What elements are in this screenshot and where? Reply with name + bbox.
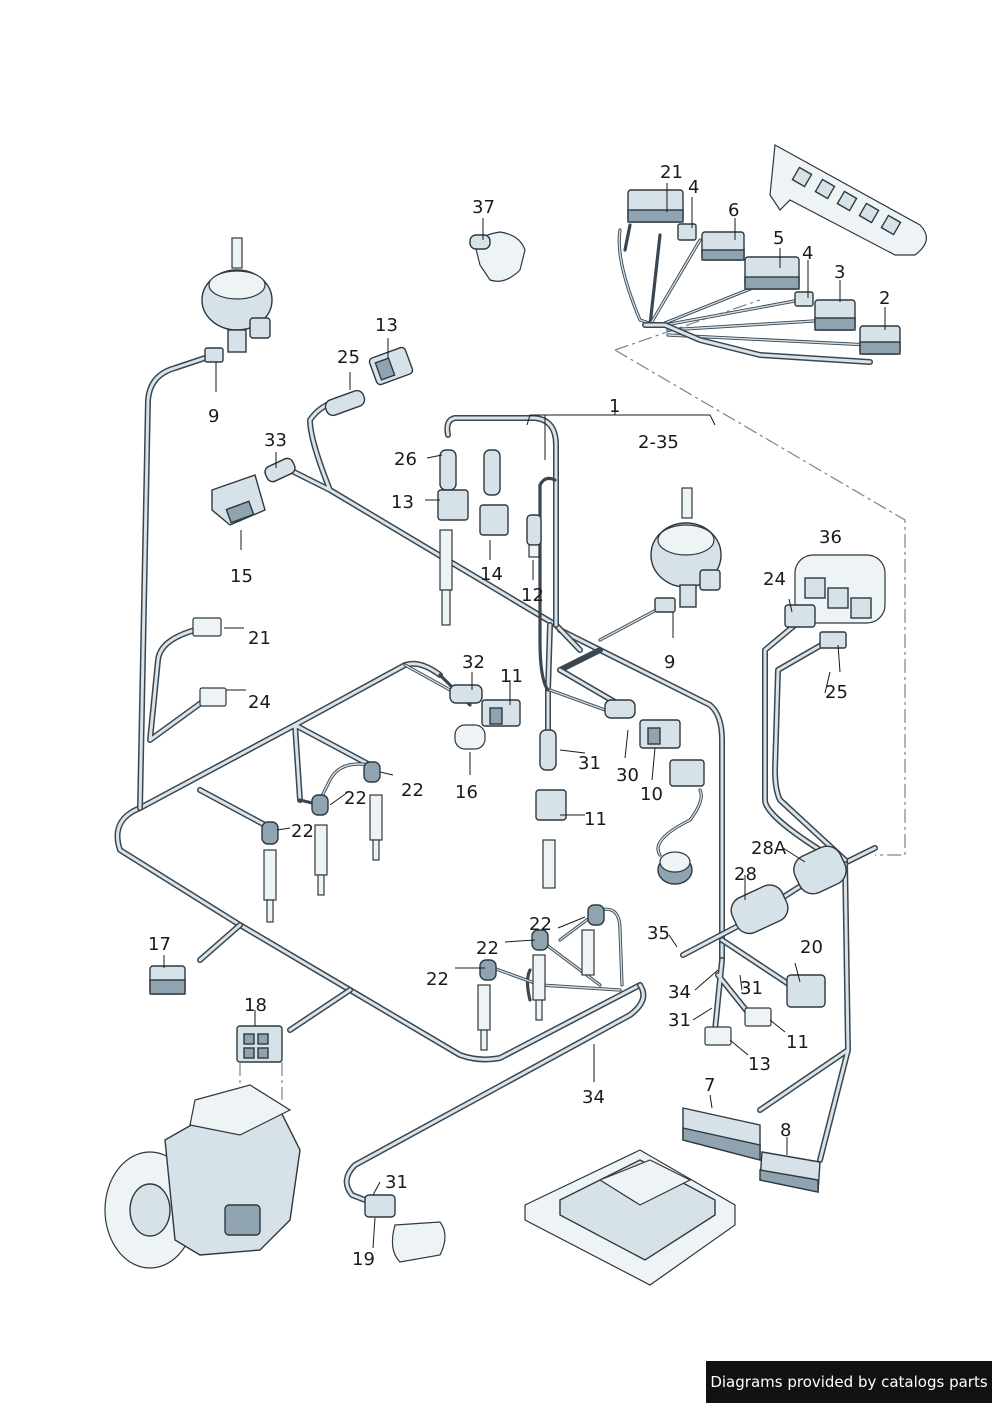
range-label: 2-35 <box>638 432 679 453</box>
callout-4b: 4 <box>802 243 813 264</box>
callout-5: 21 <box>660 162 683 183</box>
callout-17: 17 <box>148 934 171 955</box>
glow-plugs-lower <box>477 904 605 1051</box>
callout-labels: 21 4 6 5 4 3 2 37 9 13 25 33 15 1 2-35 2… <box>148 162 890 1270</box>
callout-16: 16 <box>455 782 478 803</box>
callout-32: 32 <box>462 652 485 673</box>
pressure-converter-right <box>650 487 722 613</box>
callout-3: 3 <box>834 262 845 283</box>
connector-group <box>627 144 927 355</box>
callout-13: 13 <box>375 315 398 336</box>
left-vertical-harness <box>137 355 208 811</box>
plugs-21-24 <box>192 617 227 707</box>
glow-plugs-left <box>261 761 383 923</box>
connector-36 <box>784 554 886 649</box>
callout-31c: 31 <box>668 1010 691 1031</box>
sensor-column-center <box>437 449 542 626</box>
sensor-19 <box>364 1194 446 1263</box>
connector-18 <box>236 1025 283 1100</box>
ecu-connectors <box>682 1107 821 1193</box>
callout-11b: 11 <box>584 809 607 830</box>
connector-20 <box>704 974 826 1046</box>
callout-8: 8 <box>780 1120 791 1141</box>
callout-12: 12 <box>521 585 544 606</box>
callout-24: 24 <box>248 692 271 713</box>
leader-lines <box>163 183 886 1249</box>
sensor-30-10 <box>604 699 705 885</box>
callout-2: 2 <box>879 288 890 309</box>
clip-37 <box>469 231 526 282</box>
callout-1: 1 <box>609 396 620 417</box>
callout-11c: 11 <box>786 1032 809 1053</box>
callout-22e: 22 <box>476 938 499 959</box>
callout-36: 36 <box>819 527 842 548</box>
callout-35: 35 <box>647 923 670 944</box>
callout-22f: 22 <box>426 969 449 990</box>
callout-37: 37 <box>472 197 495 218</box>
callout-25: 25 <box>825 682 848 703</box>
callout-4: 4 <box>688 177 699 198</box>
callout-28A: 28A <box>751 838 787 859</box>
callout-21: 21 <box>248 628 271 649</box>
callout-13b: 13 <box>391 492 414 513</box>
injection-pump <box>104 1084 301 1269</box>
grommet-27-top <box>324 346 414 417</box>
callout-9: 9 <box>208 406 219 427</box>
callout-27b: 26 <box>394 449 417 470</box>
callout-28: 28 <box>734 864 757 885</box>
callout-22a: 22 <box>401 780 424 801</box>
sensor-31-11-center <box>535 729 567 889</box>
callout-33: 33 <box>264 430 287 451</box>
reference-dash-line <box>614 299 906 856</box>
callout-13c: 13 <box>748 1054 771 1075</box>
callout-18: 18 <box>244 995 267 1016</box>
pressure-converter-left <box>201 237 273 363</box>
callout-31: 31 <box>578 753 601 774</box>
callout-7: 7 <box>704 1075 715 1096</box>
callout-27: 25 <box>337 347 360 368</box>
callout-5b: 5 <box>773 228 784 249</box>
callout-6: 6 <box>728 200 739 221</box>
callout-34: 34 <box>668 982 691 1003</box>
catalog-watermark: Diagrams provided by catalogs parts <box>706 1361 992 1403</box>
callout-11: 11 <box>500 666 523 687</box>
connector-17 <box>149 965 186 995</box>
callout-14: 14 <box>480 564 503 585</box>
callout-22b: 22 <box>344 788 367 809</box>
callout-30: 30 <box>616 765 639 786</box>
callout-22c: 22 <box>291 821 314 842</box>
engine-control-unit <box>524 1149 736 1286</box>
callout-15: 15 <box>230 566 253 587</box>
callout-31b: 31 <box>740 978 763 999</box>
callout-31d: 31 <box>385 1172 408 1193</box>
callout-20: 20 <box>800 937 823 958</box>
callout-9b: 9 <box>664 652 675 673</box>
connector-15-33 <box>211 457 296 526</box>
grommet-28 <box>730 845 847 935</box>
callout-34b: 34 <box>582 1087 605 1108</box>
callout-26: 24 <box>763 569 786 590</box>
callout-19: 19 <box>352 1249 375 1270</box>
sensor-32-11-16 <box>449 684 521 750</box>
callout-22d: 22 <box>529 914 552 935</box>
callout-10: 10 <box>640 784 663 805</box>
